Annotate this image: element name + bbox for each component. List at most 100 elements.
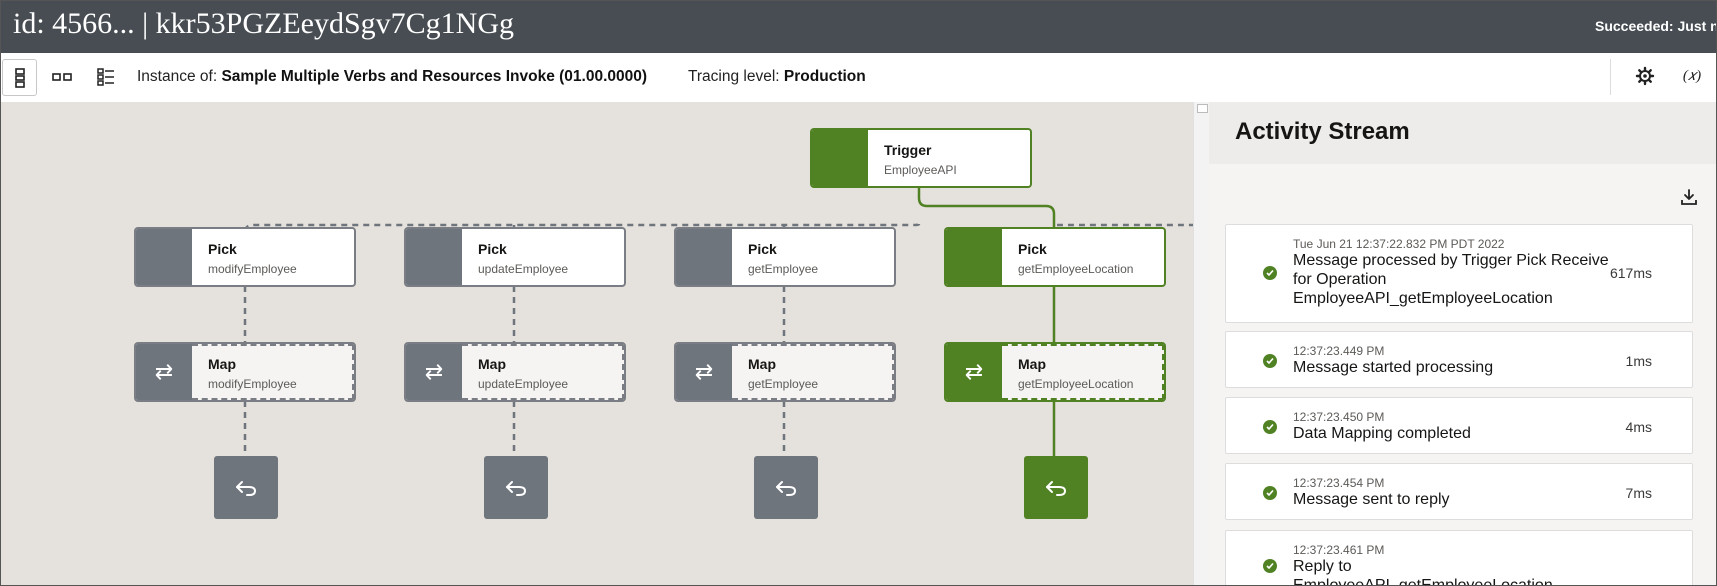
pick-node-modifyEmployee[interactable]: Pick modifyEmployee	[134, 227, 356, 287]
tracing-level-label: Tracing level:	[688, 68, 780, 85]
pick-subtitle: modifyEmployee	[208, 262, 297, 276]
pick-icon	[136, 229, 192, 285]
event-duration: 4ms	[1625, 419, 1652, 435]
success-check-icon	[1263, 486, 1277, 500]
trigger-node[interactable]: Trigger EmployeeAPI	[810, 128, 1032, 188]
tracing-level-info: Tracing level: Production	[688, 68, 866, 86]
pick-subtitle: getEmployeeLocation	[1018, 262, 1134, 276]
activity-stream-panel: Activity Stream Tue Jun 21 12:37:22.832 …	[1209, 102, 1716, 586]
instance-of-label: Instance of:	[137, 68, 218, 85]
map-node-getEmployee[interactable]: ⇄ Map getEmployee	[674, 342, 896, 402]
event-timestamp: 12:37:23.461 PM	[1293, 543, 1385, 557]
pick-node-updateEmployee[interactable]: Pick updateEmployee	[404, 227, 626, 287]
event-message: Message sent to reply	[1293, 491, 1450, 508]
activity-event[interactable]: Tue Jun 21 12:37:22.832 PM PDT 2022 Mess…	[1225, 224, 1693, 323]
pick-subtitle: getEmployee	[748, 262, 819, 276]
trigger-icon	[812, 130, 868, 186]
map-subtitle: modifyEmployee	[208, 377, 297, 391]
horizontal-layout-button[interactable]	[45, 59, 78, 94]
instance-id-title: id: 4566... | kkr53PGZEeydSgv7Cg1NGg	[13, 7, 515, 40]
settings-button[interactable]	[1630, 61, 1660, 91]
pick-node-getEmployee[interactable]: Pick getEmployee	[674, 227, 896, 287]
page-header: id: 4566... | kkr53PGZEeydSgv7Cg1NGg Suc…	[1, 1, 1717, 53]
instance-of-value: Sample Multiple Verbs and Resources Invo…	[221, 68, 648, 85]
swap-arrows-icon: ⇄	[136, 344, 192, 400]
event-message: Data Mapping completed	[1293, 425, 1471, 442]
pick-subtitle: updateEmployee	[478, 262, 569, 276]
list-view-icon	[96, 67, 114, 86]
activity-stream-title: Activity Stream	[1235, 118, 1410, 145]
success-check-icon	[1263, 354, 1277, 368]
return-arrow-icon	[776, 480, 797, 496]
map-title: Map	[748, 356, 776, 372]
toolbar-divider	[1610, 59, 1611, 95]
map-node-body	[1002, 344, 1164, 400]
instance-of-info: Instance of: Sample Multiple Verbs and R…	[137, 68, 647, 86]
success-check-icon	[1263, 266, 1277, 280]
variables-icon: (𝑥)	[1682, 68, 1702, 84]
tracing-level-value: Production	[783, 68, 866, 85]
variables-button[interactable]: (𝑥)	[1677, 61, 1707, 91]
vertical-layout-icon	[14, 67, 25, 88]
event-message: Message processed by Trigger Pick Receiv…	[1293, 252, 1609, 307]
map-node-getEmployeeLocation[interactable]: ⇄ Map getEmployeeLocation	[944, 342, 1166, 402]
success-check-icon	[1263, 559, 1277, 573]
map-title: Map	[208, 356, 236, 372]
pick-node-getEmployeeLocation[interactable]: Pick getEmployeeLocation	[944, 227, 1166, 287]
status-text: Succeeded: Just no	[1595, 18, 1717, 34]
map-title: Map	[478, 356, 506, 372]
map-subtitle: getEmployeeLocation	[1018, 377, 1134, 391]
event-message: Reply to EmployeeAPI_getEmployeeLocation…	[1293, 558, 1553, 586]
event-duration: 617ms	[1609, 265, 1652, 281]
event-timestamp: 12:37:23.449 PM	[1293, 344, 1385, 358]
return-node-executed[interactable]	[1024, 456, 1088, 519]
map-node-body	[192, 344, 354, 400]
map-title: Map	[1018, 356, 1046, 372]
map-node-updateEmployee[interactable]: ⇄ Map updateEmployee	[404, 342, 626, 402]
return-arrow-icon	[1046, 480, 1067, 496]
pick-title: Pick	[748, 241, 777, 257]
success-check-icon	[1263, 420, 1277, 434]
activity-event[interactable]: 12:37:23.450 PM Data Mapping completed 4…	[1225, 397, 1693, 454]
pick-title: Pick	[478, 241, 507, 257]
list-view-button[interactable]	[89, 59, 122, 94]
return-node[interactable]	[754, 456, 818, 519]
toolbar: Instance of: Sample Multiple Verbs and R…	[1, 53, 1716, 103]
activity-stream-header: Activity Stream	[1209, 102, 1716, 164]
flow-canvas[interactable]: Trigger EmployeeAPI Pick modifyEmployee …	[1, 102, 1193, 585]
pick-title: Pick	[208, 241, 237, 257]
activity-event[interactable]: 12:37:23.454 PM Message sent to reply 7m…	[1225, 463, 1693, 520]
return-node[interactable]	[484, 456, 548, 519]
event-timestamp: 12:37:23.454 PM	[1293, 476, 1385, 490]
pick-icon	[406, 229, 462, 285]
download-icon	[1681, 189, 1697, 205]
swap-arrows-icon: ⇄	[676, 344, 732, 400]
trigger-subtitle: EmployeeAPI	[884, 163, 957, 177]
pick-title: Pick	[1018, 241, 1047, 257]
activity-event[interactable]: 12:37:23.461 PM Reply to EmployeeAPI_get…	[1225, 530, 1693, 586]
scrollbar-thumb[interactable]	[1197, 104, 1208, 113]
map-subtitle: getEmployee	[748, 377, 819, 391]
return-arrow-icon	[506, 480, 527, 496]
event-duration: 7ms	[1625, 485, 1652, 501]
event-timestamp: Tue Jun 21 12:37:22.832 PM PDT 2022	[1293, 237, 1505, 251]
horizontal-layout-icon	[51, 72, 72, 81]
map-node-modifyEmployee[interactable]: ⇄ Map modifyEmployee	[134, 342, 356, 402]
map-subtitle: updateEmployee	[478, 377, 569, 391]
panel-splitter-scrollbar[interactable]	[1193, 102, 1210, 585]
vertical-layout-button[interactable]	[2, 59, 37, 96]
download-button[interactable]	[1674, 182, 1704, 212]
gear-icon	[1635, 66, 1655, 86]
event-duration: 1ms	[1625, 353, 1652, 369]
pick-icon	[676, 229, 732, 285]
return-arrow-icon	[236, 480, 257, 496]
event-message: Message started processing	[1293, 359, 1494, 376]
event-timestamp: 12:37:23.450 PM	[1293, 410, 1385, 424]
return-node[interactable]	[214, 456, 278, 519]
activity-event[interactable]: 12:37:23.449 PM Message started processi…	[1225, 331, 1693, 388]
map-node-body	[462, 344, 624, 400]
trigger-title: Trigger	[884, 142, 932, 158]
swap-arrows-icon: ⇄	[946, 344, 1002, 400]
map-node-body	[732, 344, 894, 400]
